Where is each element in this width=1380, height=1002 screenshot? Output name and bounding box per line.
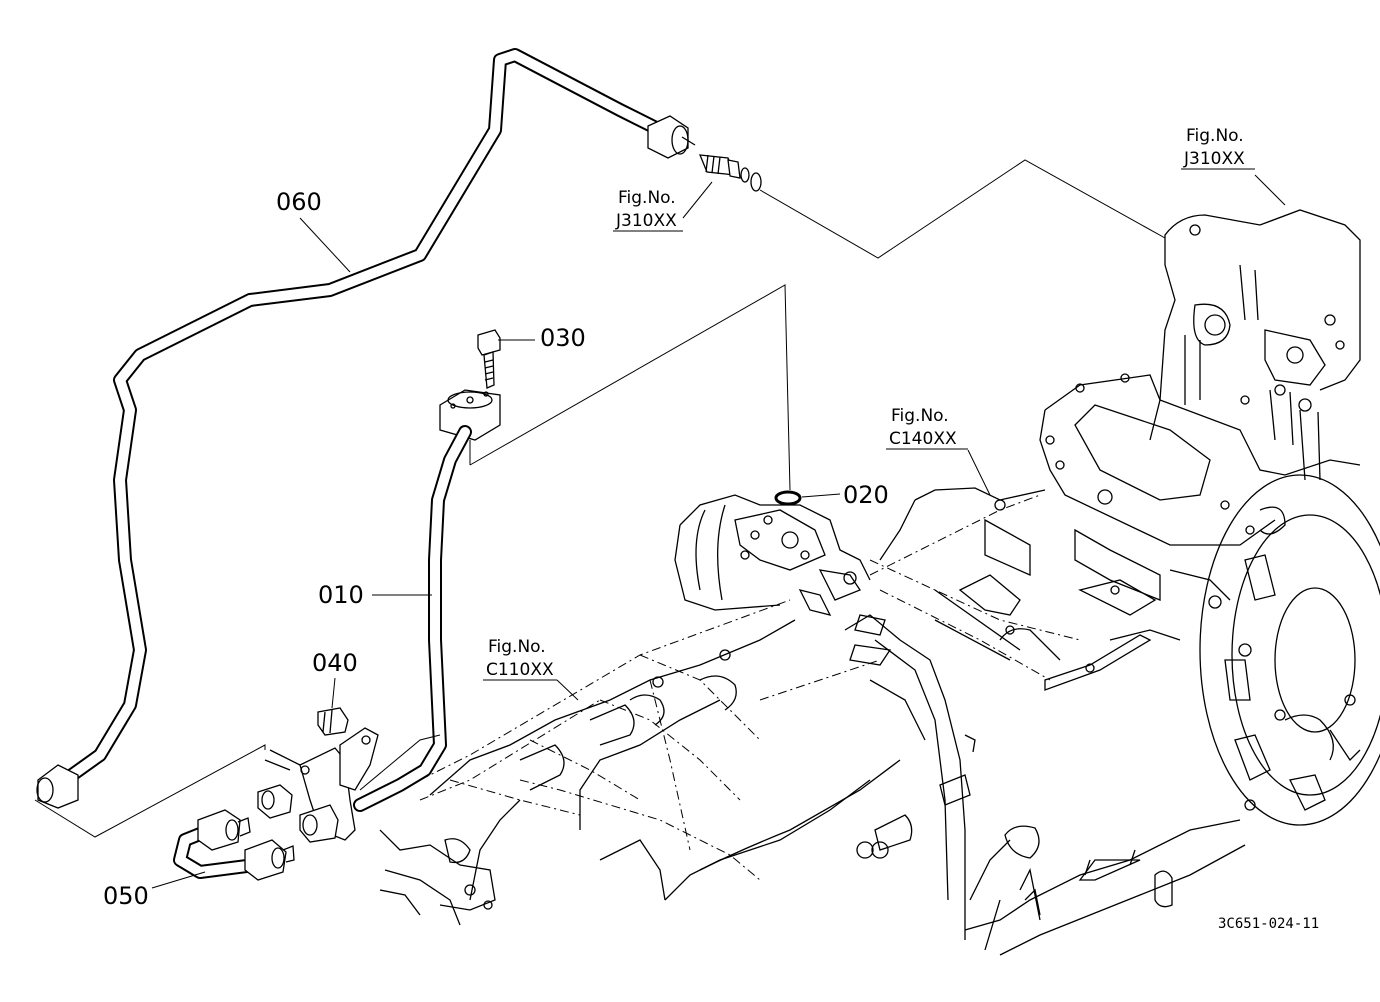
fig-ref-code: C110XX — [486, 660, 554, 680]
o-ring-020 — [774, 490, 802, 506]
part-label-050: 050 — [103, 882, 149, 910]
fig-ref-c110: Fig.No. C110XX — [486, 637, 554, 680]
fig-ref-code: J310XX — [615, 211, 677, 231]
bolt-030 — [477, 329, 501, 389]
label-underlines — [483, 168, 1255, 681]
pipe-050 — [173, 809, 295, 881]
pipe-060 — [36, 48, 696, 809]
bracket-assembly — [257, 707, 379, 843]
pipe-010-block — [439, 389, 501, 441]
fig-ref-code: J310XX — [1183, 149, 1245, 169]
fig-ref-j310-right: Fig.No. J310XX — [1183, 126, 1245, 169]
part-label-010: 010 — [318, 581, 364, 609]
fig-ref-title: Fig.No. — [1186, 126, 1244, 146]
fig-ref-title: Fig.No. — [488, 637, 546, 657]
part-label-020: 020 — [843, 481, 889, 509]
leader-lines — [34, 159, 1286, 889]
union-fitting-j310 — [698, 154, 762, 192]
fig-ref-j310-top: Fig.No. J310XX — [615, 188, 677, 231]
hydraulic-valve-block — [674, 494, 871, 616]
drawing-code: 3C651-024-11 — [1218, 916, 1319, 932]
fig-ref-code: C140XX — [889, 429, 957, 449]
fig-ref-title: Fig.No. — [891, 406, 949, 426]
part-label-040: 040 — [312, 649, 358, 677]
part-label-030: 030 — [540, 324, 586, 352]
pipe-010 — [353, 425, 472, 812]
tractor-housing-outline — [379, 209, 1380, 956]
fig-ref-title: Fig.No. — [618, 188, 676, 208]
fig-ref-c140: Fig.No. C140XX — [889, 406, 957, 449]
phantom-lines — [419, 494, 1081, 881]
part-label-060: 060 — [276, 188, 322, 216]
